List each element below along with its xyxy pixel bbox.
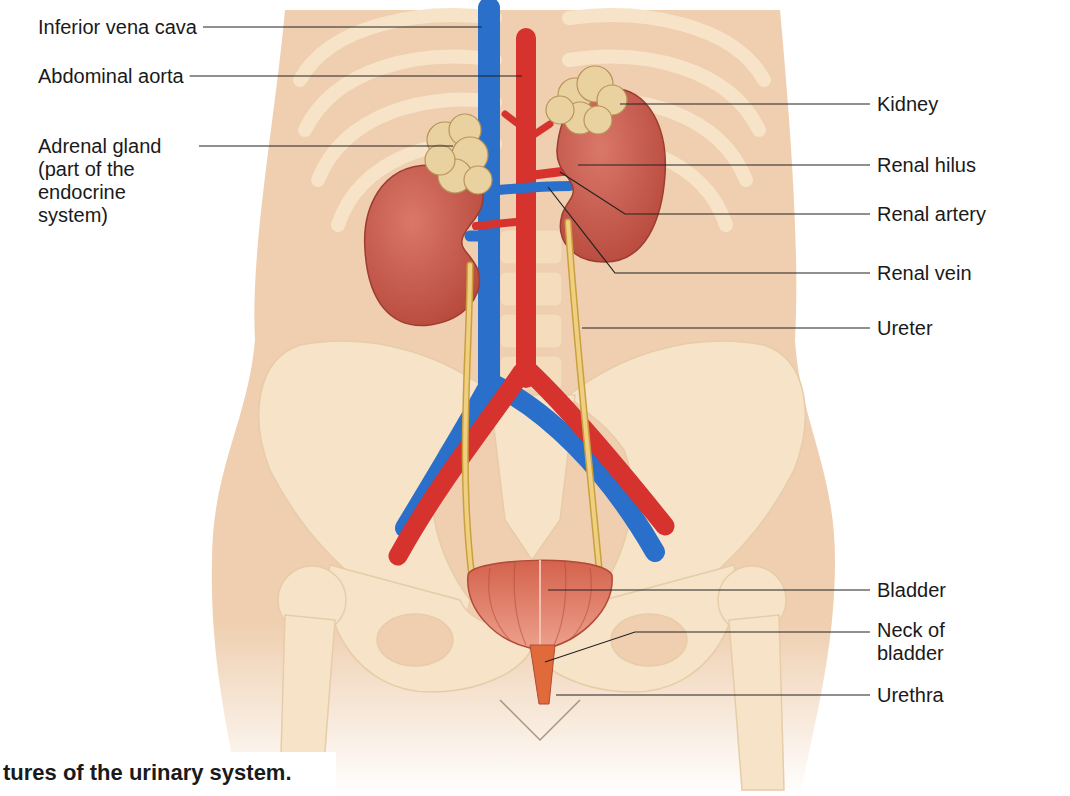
part-label: Ureter <box>877 317 933 340</box>
urethra-tube <box>530 645 555 704</box>
body-silhouette <box>212 10 835 796</box>
renal-vein-vessel <box>489 186 570 191</box>
part-label-text: Ureter <box>877 317 933 340</box>
leader-line <box>578 164 870 165</box>
leader-line <box>199 145 453 146</box>
ureter-tube <box>465 265 472 578</box>
artery-vessel <box>476 222 516 226</box>
part-label: Urethra <box>877 684 944 707</box>
artery-vessel <box>505 114 526 130</box>
pubic-line <box>500 700 580 740</box>
leader-line <box>190 75 522 76</box>
pelvis-bone <box>611 614 687 666</box>
adrenal-gland <box>425 66 627 194</box>
bladder-organ <box>468 560 612 648</box>
part-label-text: Renal hilus <box>877 154 976 177</box>
part-label-text: Bladder <box>877 579 946 602</box>
leader-line <box>548 589 870 590</box>
pelvis-bone <box>377 614 453 666</box>
leader-line <box>556 694 870 695</box>
ureter-tube <box>568 222 600 578</box>
renal-vein-vessel <box>489 186 570 191</box>
part-label: Adrenal gland (part of the endocrine sys… <box>38 135 193 227</box>
part-label: Renal artery <box>877 203 986 226</box>
ureter-tube <box>465 265 472 578</box>
leader-line <box>560 172 870 214</box>
caption-text: tures of the urinary system. <box>0 752 336 786</box>
part-label-text: Urethra <box>877 684 944 707</box>
part-label: Bladder <box>877 579 946 602</box>
leader-line <box>582 327 870 328</box>
caption-panel: tures of the urinary system. <box>0 752 336 796</box>
part-label: Neck of bladder <box>877 619 972 665</box>
ureter-tube <box>465 222 600 578</box>
ureter-tube <box>568 222 600 578</box>
adrenal-gland <box>425 145 455 175</box>
leader-line <box>190 27 870 695</box>
kidney-organ <box>365 88 666 326</box>
part-label-text: Kidney <box>877 93 938 116</box>
part-label-text: Renal artery <box>877 203 986 226</box>
artery-vessel <box>516 38 536 378</box>
part-label-text: Adrenal gland (part of the endocrine sys… <box>38 135 193 227</box>
part-label: Abdominal aorta <box>38 65 184 88</box>
vein-vessel <box>470 231 489 242</box>
part-label-text: Renal vein <box>877 262 972 285</box>
adrenal-gland <box>464 166 492 194</box>
artery-vessel <box>526 124 550 140</box>
part-label-text: Inferior vena cava <box>38 16 197 39</box>
part-label: Renal vein <box>877 262 972 285</box>
leader-line <box>545 632 870 662</box>
part-label-text: Abdominal aorta <box>38 65 184 88</box>
artery-vessel <box>530 372 665 526</box>
part-label: Inferior vena cava <box>38 16 197 39</box>
bladder-organ <box>468 560 612 648</box>
pelvis-bone <box>259 341 805 692</box>
leader-line <box>620 103 870 104</box>
part-label: Renal hilus <box>877 154 976 177</box>
body-silhouette <box>212 10 835 796</box>
bladder-organ <box>539 560 541 646</box>
part-label: Kidney <box>877 93 938 116</box>
urethra-tube <box>530 645 555 704</box>
artery-vessel <box>526 171 566 176</box>
adrenal-gland <box>584 106 612 134</box>
femur-bone <box>729 615 784 790</box>
pubic-line <box>500 700 580 740</box>
part-label-text: Neck of bladder <box>877 619 972 665</box>
adrenal-gland <box>546 96 574 124</box>
leader-line <box>548 187 870 273</box>
leader-line <box>203 26 482 27</box>
artery-vessel <box>398 372 522 556</box>
